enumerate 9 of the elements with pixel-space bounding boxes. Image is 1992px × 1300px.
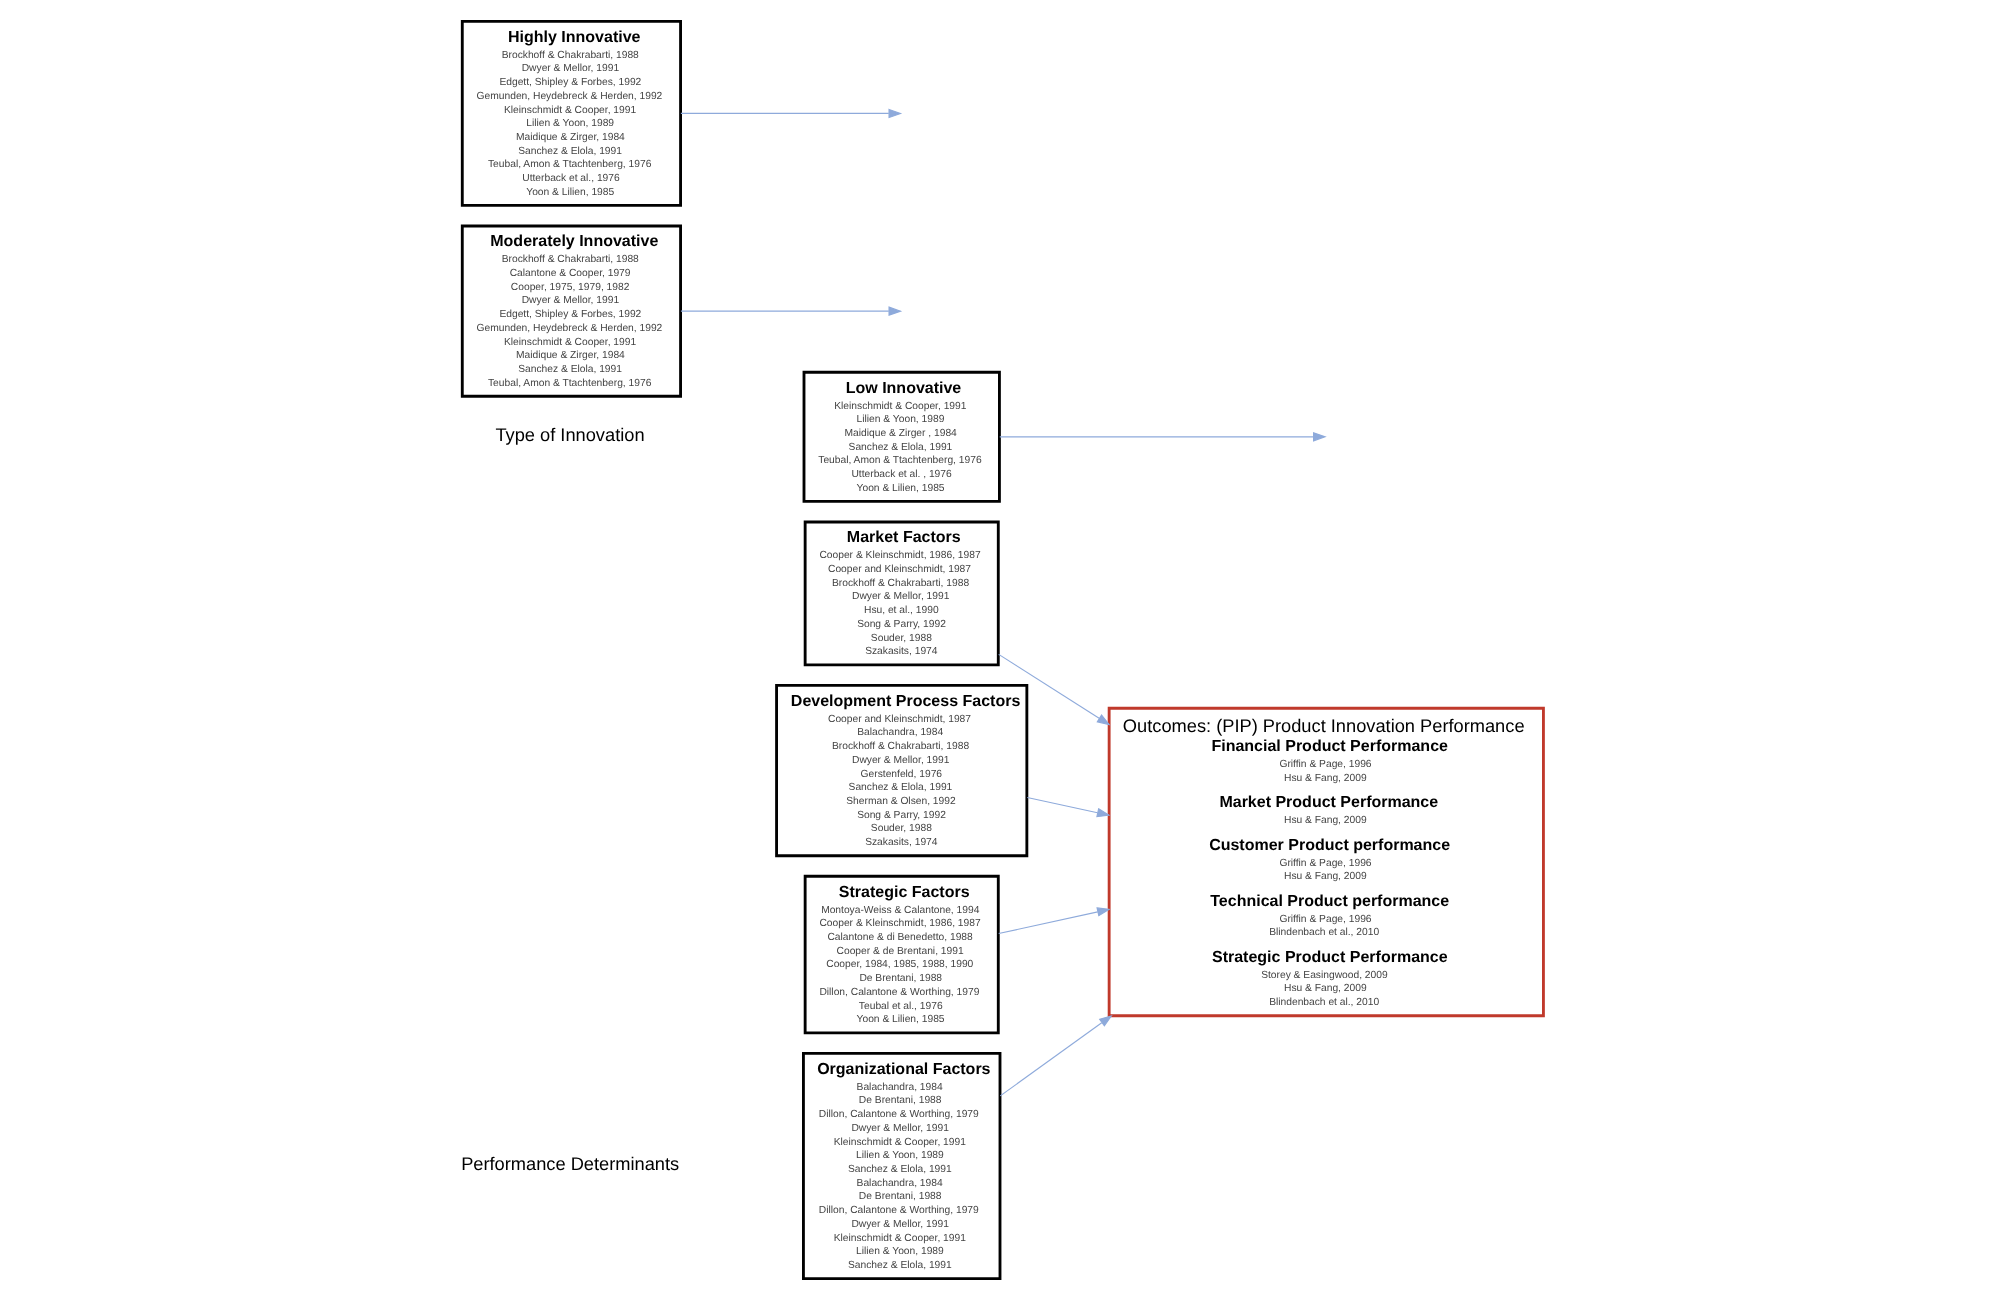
- arrow: [999, 1014, 1113, 1097]
- label: Type of Innovation: [495, 425, 645, 446]
- arrow: [1026, 796, 1111, 818]
- label: Performance Determinants: [461, 1154, 680, 1175]
- arrow: [680, 108, 903, 119]
- arrow: [998, 907, 1111, 935]
- arrow: [998, 653, 1111, 726]
- arrow: [999, 432, 1327, 442]
- arrow: [680, 306, 903, 316]
